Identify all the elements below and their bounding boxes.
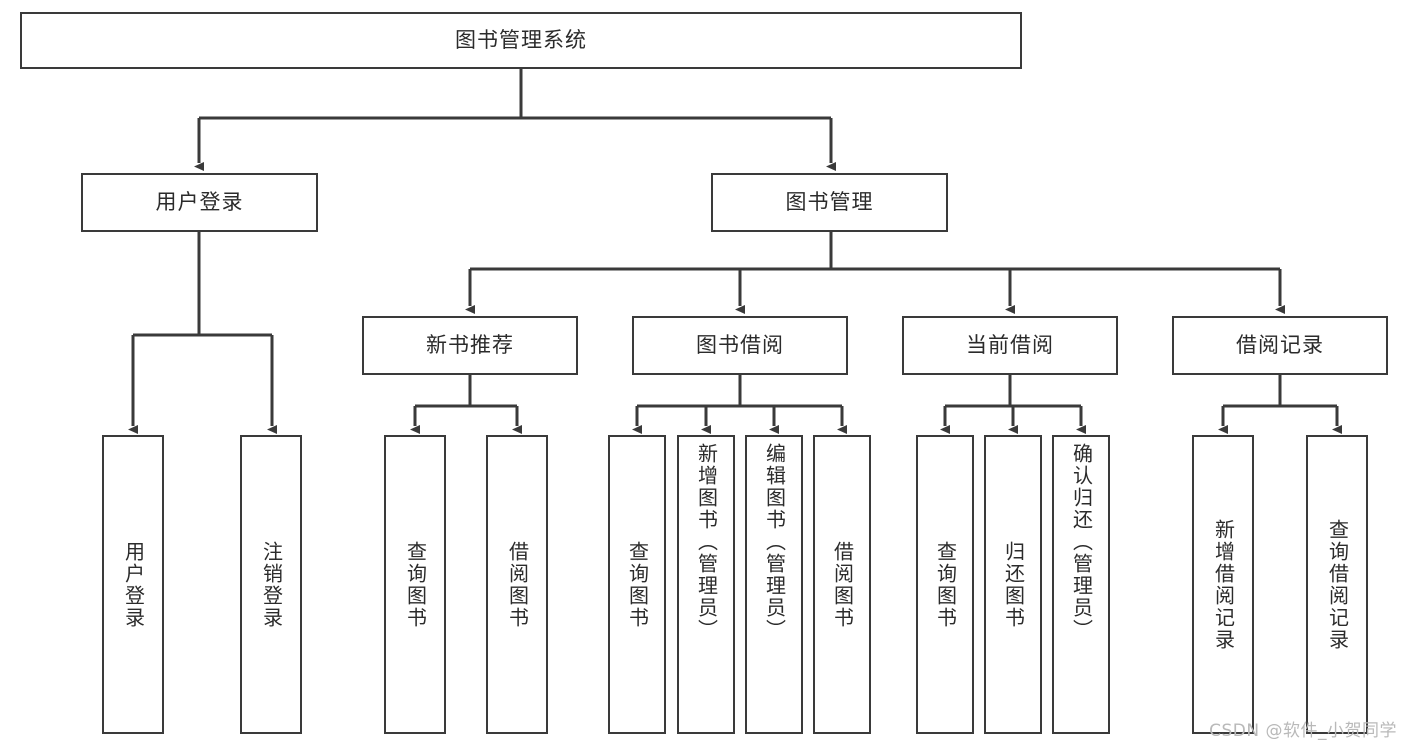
node-book-borrow[interactable]: 图书借阅 — [632, 316, 848, 375]
node-label: 查询借阅记录 — [1325, 518, 1350, 651]
leaf-add-book-admin[interactable]: 新增图书（管理员） — [677, 435, 735, 734]
node-label: 新增借阅记录 — [1211, 518, 1236, 651]
leaf-borrow-book[interactable]: 借阅图书 — [813, 435, 871, 734]
node-root-book-management-system[interactable]: 图书管理系统 — [20, 12, 1022, 69]
leaf-confirm-return-admin[interactable]: 确认归还（管理员） — [1052, 435, 1110, 734]
node-new-book-recommend[interactable]: 新书推荐 — [362, 316, 578, 375]
node-label: 图书管理系统 — [455, 27, 587, 52]
node-label: 用户登录 — [121, 540, 146, 629]
leaf-user-logout[interactable]: 注销登录 — [240, 435, 302, 734]
node-label: 查询图书 — [933, 540, 958, 629]
node-label: 新增图书（管理员） — [694, 443, 719, 641]
leaf-return-book[interactable]: 归还图书 — [984, 435, 1042, 734]
leaf-query-book-borrow[interactable]: 查询图书 — [608, 435, 666, 734]
node-label: 图书借阅 — [696, 332, 784, 357]
leaf-add-borrow-record[interactable]: 新增借阅记录 — [1192, 435, 1254, 734]
leaf-borrow-book-new-recommend[interactable]: 借阅图书 — [486, 435, 548, 734]
node-label: 确认归还（管理员） — [1069, 443, 1094, 641]
leaf-query-book-current-borrow[interactable]: 查询图书 — [916, 435, 974, 734]
node-label: 借阅图书 — [830, 540, 855, 629]
leaf-edit-book-admin[interactable]: 编辑图书（管理员） — [745, 435, 803, 734]
node-current-borrow[interactable]: 当前借阅 — [902, 316, 1118, 375]
node-label: 注销登录 — [259, 540, 284, 629]
node-label: 当前借阅 — [966, 332, 1054, 357]
node-label: 新书推荐 — [426, 332, 514, 357]
leaf-query-borrow-record[interactable]: 查询借阅记录 — [1306, 435, 1368, 734]
csdn-watermark: CSDN @软件_小贺同学 — [1209, 721, 1397, 741]
node-book-management[interactable]: 图书管理 — [711, 173, 948, 232]
node-label: 归还图书 — [1001, 540, 1026, 629]
node-label: 图书管理 — [785, 189, 874, 214]
node-borrow-record[interactable]: 借阅记录 — [1172, 316, 1388, 375]
node-label: 查询图书 — [403, 540, 428, 629]
node-label: 借阅图书 — [505, 540, 530, 629]
node-label: 编辑图书（管理员） — [762, 443, 787, 641]
node-label: 查询图书 — [625, 540, 650, 629]
leaf-query-book-new-recommend[interactable]: 查询图书 — [384, 435, 446, 734]
node-user-login[interactable]: 用户登录 — [81, 173, 318, 232]
node-label: 用户登录 — [155, 189, 244, 214]
leaf-user-login[interactable]: 用户登录 — [102, 435, 164, 734]
node-label: 借阅记录 — [1236, 332, 1324, 357]
